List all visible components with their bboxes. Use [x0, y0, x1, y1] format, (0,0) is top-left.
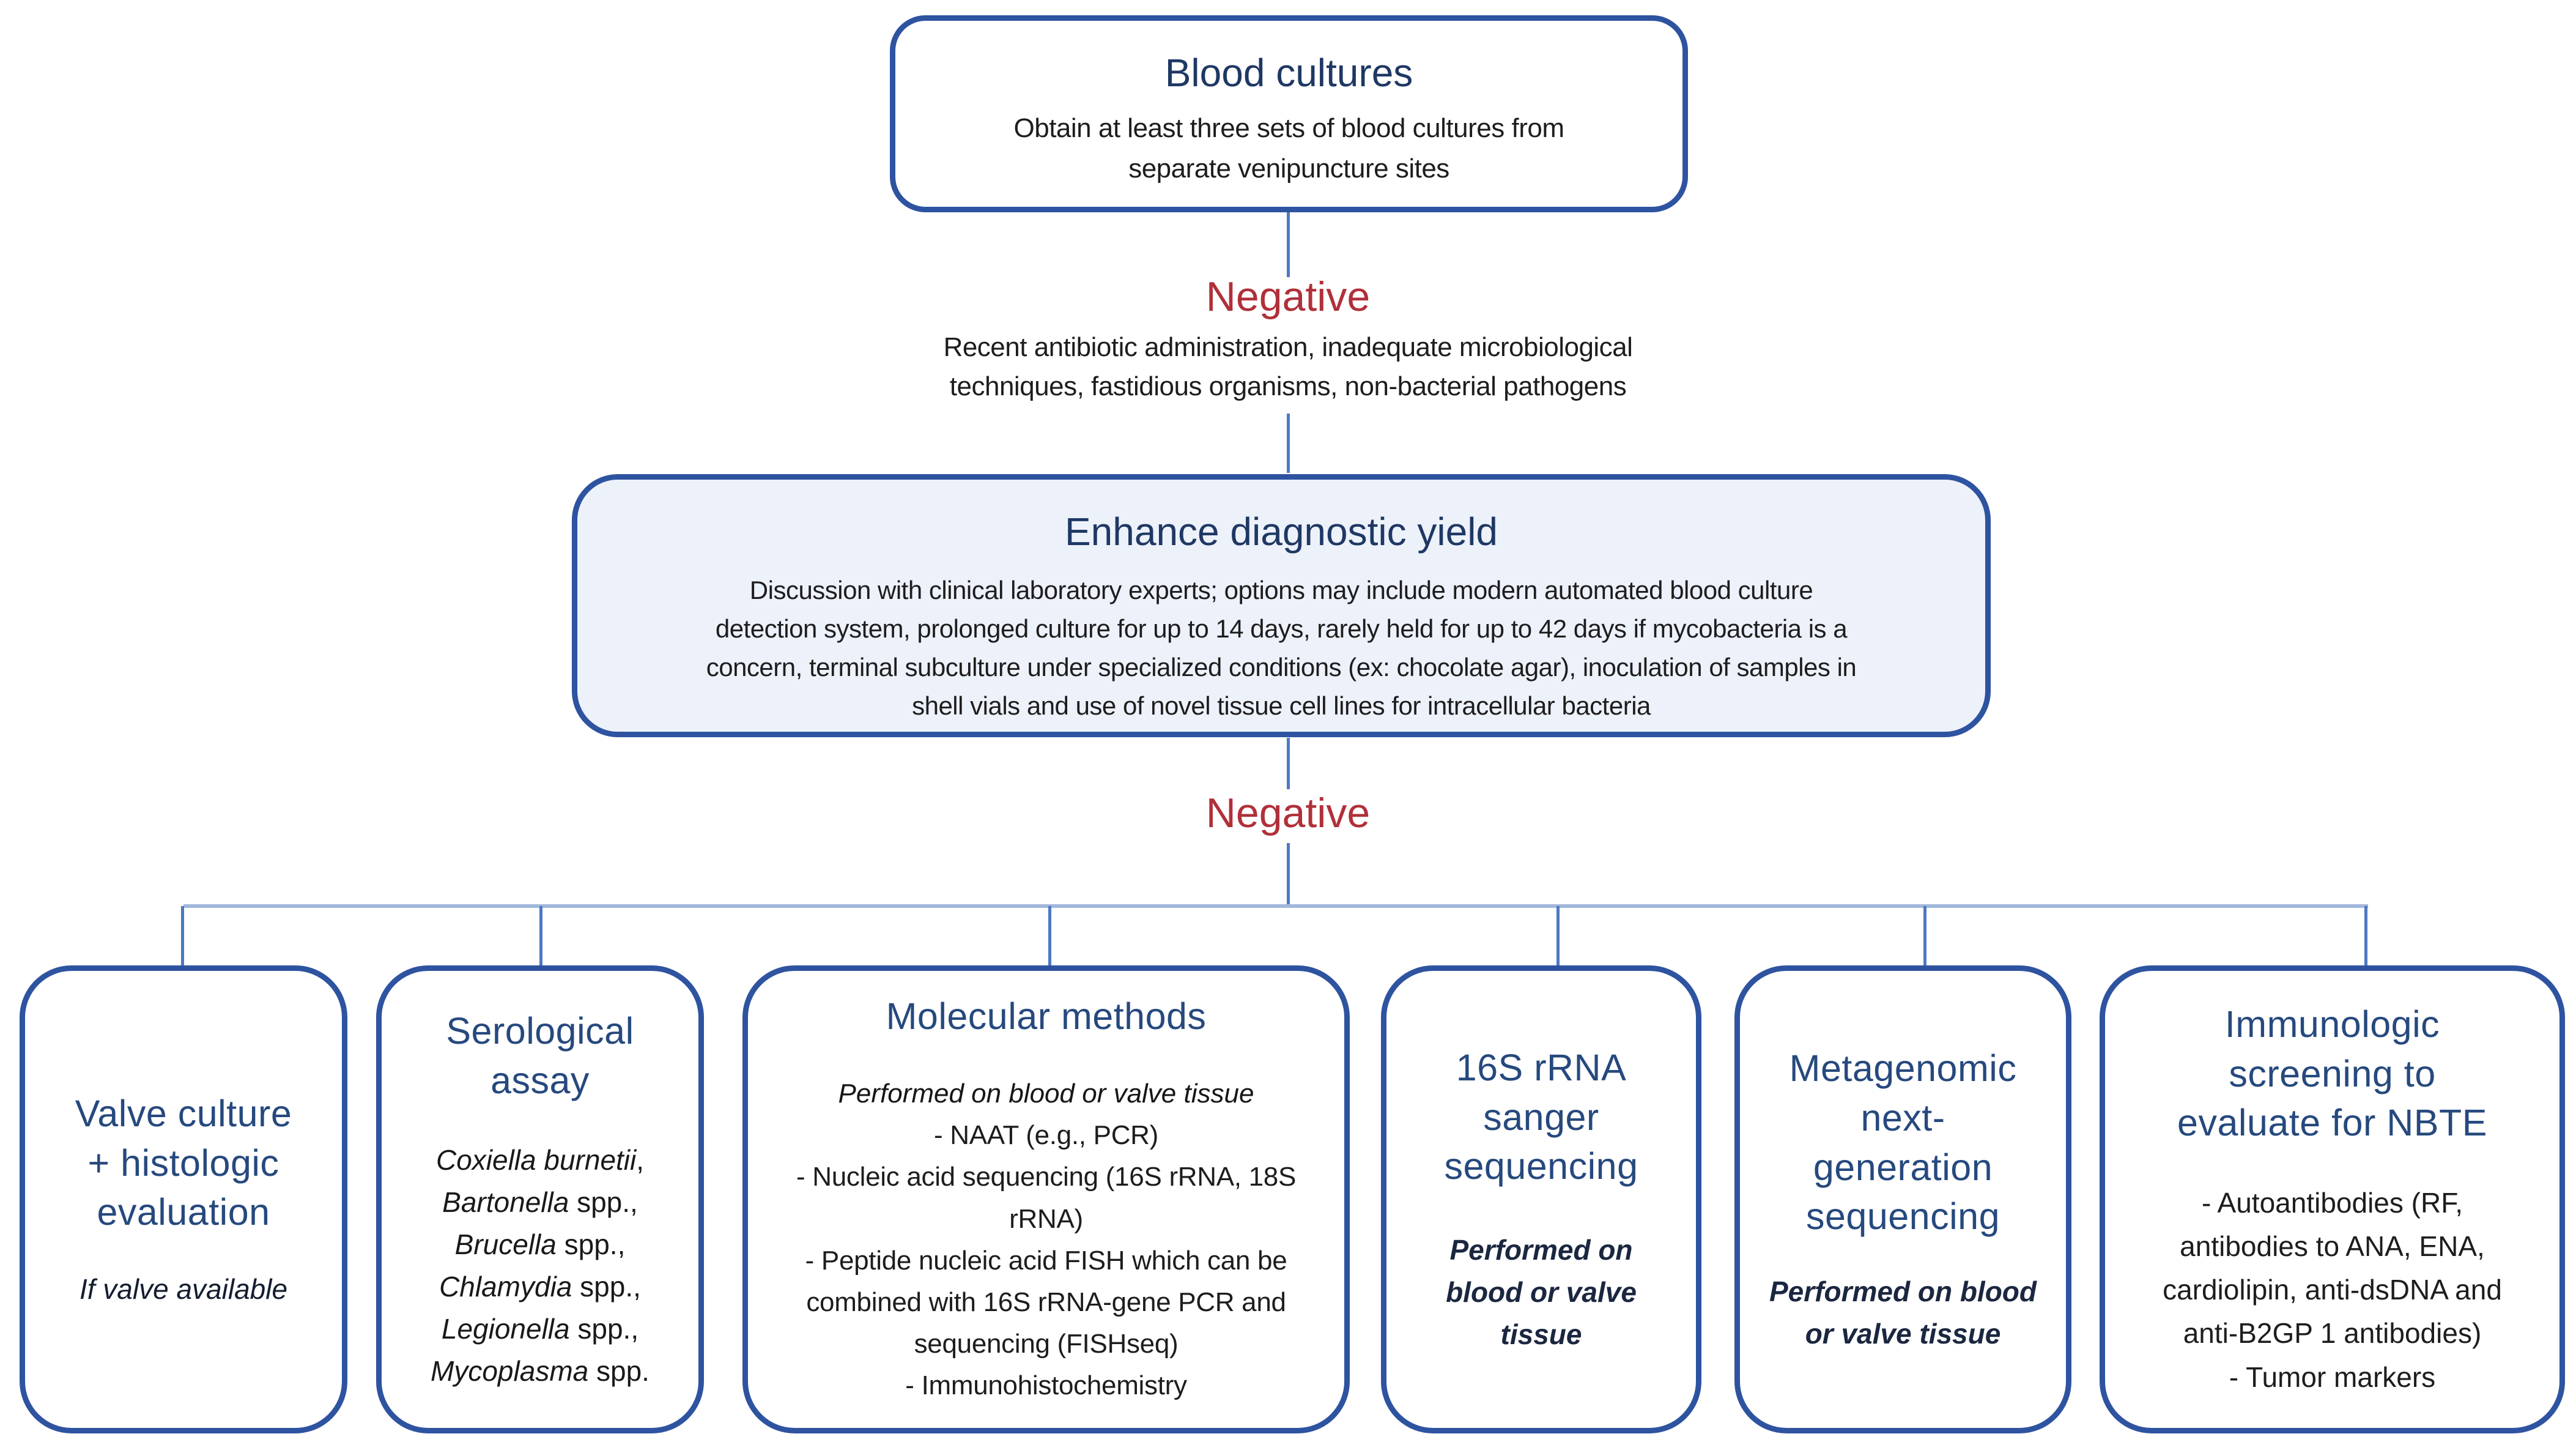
drop-connector-16s-sanger — [1556, 906, 1560, 965]
node-immunologic-screening: Immunologic screening to evaluate for NB… — [2100, 965, 2565, 1433]
organism-entry: Coxiella burnetii, — [435, 1143, 645, 1176]
connector-negative2-to-branch-line — [1287, 843, 1290, 905]
node-metagenomic-ngs: Metagenomic next- generation sequencing … — [1734, 965, 2071, 1433]
drop-connector-valve-culture — [181, 906, 184, 965]
organism-entry: Bartonella spp., — [442, 1186, 638, 1218]
connector-negative1-to-enhance — [1287, 414, 1290, 473]
negative-label-2: Negative — [1205, 790, 1371, 836]
enhance-title: Enhance diagnostic yield — [1064, 510, 1498, 554]
node-molecular-methods: Molecular methods Performed on blood or … — [742, 965, 1350, 1433]
valve-culture-note: If valve available — [79, 1273, 288, 1305]
bullet-entry: - NAAT (e.g., PCR) — [933, 1120, 1159, 1151]
bullet-entry: - Peptide nucleic acid FISH which can be… — [805, 1245, 1287, 1359]
enhance-body: Discussion with clinical laboratory expe… — [706, 576, 1857, 721]
bullet-entry: - Nucleic acid sequencing (16S rRNA, 18S… — [796, 1162, 1297, 1234]
node-serological-assay: Serological assay Coxiella burnetii, Bart… — [376, 965, 704, 1433]
metagenomic-ngs-title: Metagenomic next- generation sequencing — [1789, 1047, 2017, 1238]
organism-entry: Legionella spp., — [441, 1312, 639, 1345]
node-16s-rrna-sanger-sequencing: 16S rRNA sanger sequencing Performed on … — [1381, 965, 1701, 1433]
molecular-methods-note: Performed on blood or valve tissue — [838, 1079, 1254, 1109]
drop-connector-metagenomic-ngs — [1923, 906, 1926, 965]
bullet-entry: - Immunohistochemistry — [905, 1370, 1187, 1401]
metagenomic-ngs-note: Performed on blood or valve tissue — [1769, 1275, 2037, 1350]
drop-connector-serological-assay — [539, 906, 542, 965]
serological-assay-title: Serological assay — [446, 1010, 634, 1101]
immunologic-screening-body: - Autoantibodies (RF, antibodies to ANA,… — [2163, 1181, 2502, 1399]
organism-entry: Mycoplasma spp. — [431, 1355, 650, 1387]
drop-connector-immunologic-screening — [2364, 906, 2367, 965]
organism-entry: Chlamydia spp., — [439, 1270, 641, 1302]
16s-sanger-note: Performed on blood or valve tissue — [1446, 1233, 1637, 1350]
immunologic-screening-bullets: - Autoantibodies (RF, antibodies to ANA,… — [2163, 1181, 2502, 1399]
immunologic-screening-title: Immunologic screening to evaluate for NB… — [2177, 1003, 2487, 1144]
molecular-methods-body: Performed on blood or valve tissue - NAA… — [796, 1073, 1296, 1407]
blood-cultures-title: Blood cultures — [1164, 51, 1413, 95]
negative-1-description: Recent antibiotic administration, inadeq… — [943, 332, 1633, 402]
connector-enhance-to-negative2 — [1287, 738, 1290, 789]
molecular-methods-title: Molecular methods — [886, 995, 1207, 1038]
connector-top-to-negative1 — [1287, 212, 1290, 277]
blood-cultures-body: Obtain at least three sets of blood cult… — [1013, 113, 1564, 184]
organism-list: Coxiella burnetii, Bartonella spp., Brucel… — [431, 1139, 650, 1392]
drop-connector-molecular-methods — [1048, 906, 1051, 965]
organism-entry: Brucella spp., — [454, 1228, 626, 1260]
bullet-entry: - Autoantibodies (RF, antibodies to ANA,… — [2163, 1186, 2502, 1350]
bullet-entry: - Tumor markers — [2229, 1361, 2436, 1393]
16s-sanger-title: 16S rRNA sanger sequencing — [1444, 1047, 1638, 1187]
branch-distribution-line — [183, 904, 2368, 908]
node-blood-cultures: Blood cultures Obtain at least three set… — [890, 15, 1688, 212]
valve-culture-title: Valve culture + histologic evaluation — [75, 1093, 292, 1233]
molecular-methods-bullets: - NAAT (e.g., PCR) - Nucleic acid sequenc… — [796, 1115, 1296, 1407]
node-enhance-diagnostic-yield: Enhance diagnostic yield Discussion with… — [572, 474, 1991, 737]
negative-label-1: Negative — [1205, 273, 1371, 320]
node-valve-culture: Valve culture + histologic evaluation If… — [20, 965, 347, 1433]
